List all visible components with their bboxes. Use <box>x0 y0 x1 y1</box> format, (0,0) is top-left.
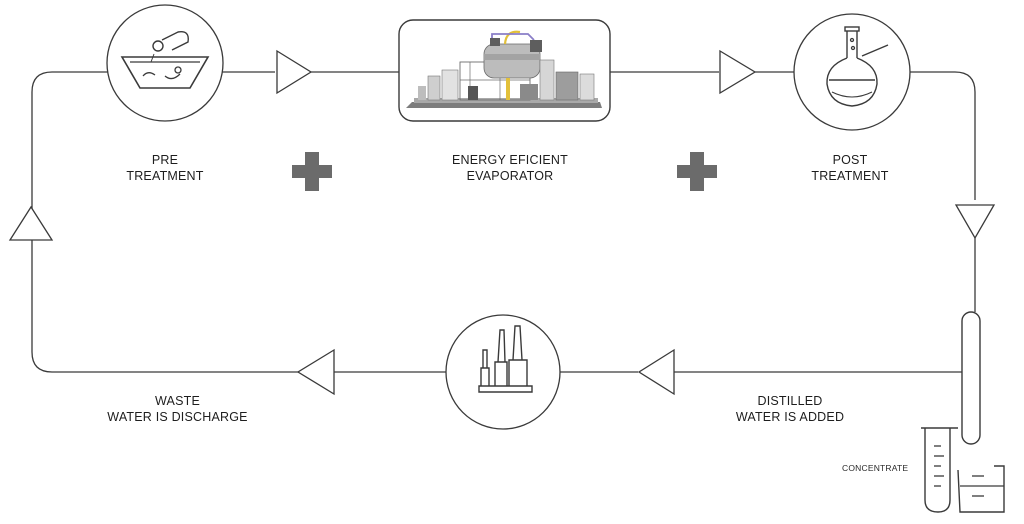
test-tube-beaker-icon <box>921 427 1005 513</box>
evaporator-label-line2: EVAPORATOR <box>466 169 554 183</box>
flow-arrow-left-1 <box>637 348 675 396</box>
flow-arrow-right-1 <box>276 49 313 95</box>
wash-basin-icon <box>106 4 224 122</box>
pre-treatment-label-line2: TREATMENT <box>126 169 204 183</box>
distilled-label: DISTILLED WATER IS ADDED <box>720 393 860 425</box>
distilled-label-line1: DISTILLED <box>757 394 823 408</box>
factory-icon <box>445 314 561 430</box>
evaporator-machine-image <box>406 30 602 108</box>
post-treatment-label-line2: TREATMENT <box>811 169 889 183</box>
distilled-label-line2: WATER IS ADDED <box>735 410 845 424</box>
waste-label-line2: WATER IS DISCHARGE <box>107 410 248 424</box>
evaporator-label: ENERGY EFICIENT EVAPORATOR <box>440 152 580 184</box>
waste-label: WASTE WATER IS DISCHARGE <box>95 393 260 425</box>
concentrate-label: CONCENTRATE <box>842 463 909 473</box>
flask-icon <box>793 13 911 131</box>
flow-arrow-left-2 <box>296 348 335 396</box>
post-treatment-label-line1: POST <box>832 153 868 167</box>
evaporator-label-line1: ENERGY EFICIENT <box>452 153 568 167</box>
waste-label-line1: WASTE <box>155 394 200 408</box>
flow-arrow-up <box>8 205 54 241</box>
plus-sign-1 <box>292 152 332 191</box>
concentrate-tube <box>961 311 981 445</box>
flow-arrow-down <box>954 204 996 240</box>
plus-sign-2 <box>677 152 717 191</box>
pre-treatment-label: PRE TREATMENT <box>105 152 225 184</box>
post-treatment-label: POST TREATMENT <box>790 152 910 184</box>
pre-treatment-label-line1: PRE <box>151 153 179 167</box>
flow-arrow-right-2 <box>719 49 757 95</box>
